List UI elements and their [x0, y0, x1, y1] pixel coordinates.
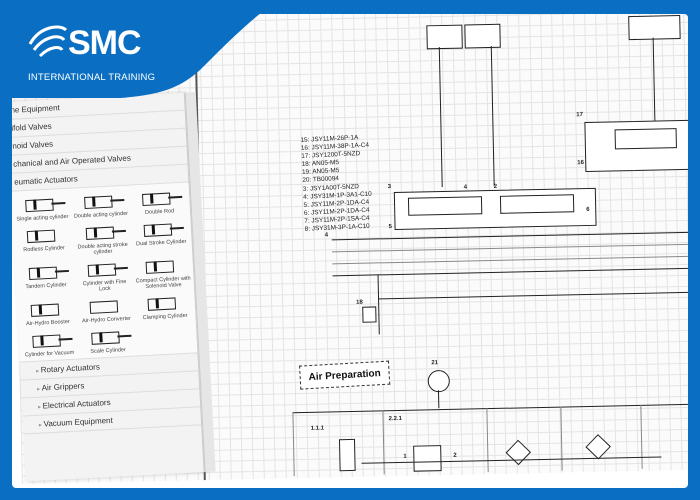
- cylinder-icon: [14, 223, 72, 248]
- pressure-gauge-icon[interactable]: [427, 369, 451, 393]
- pipe-line: [292, 403, 688, 414]
- cylinder-icon: [136, 291, 194, 316]
- brand-subtitle: INTERNATIONAL TRAINING: [28, 72, 156, 83]
- regulator[interactable]: [413, 445, 442, 472]
- actuator-air-hydro-booster[interactable]: Air-Hydro Booster: [18, 297, 76, 328]
- label-port-2: 2: [493, 183, 498, 190]
- cylinder-icon: [16, 260, 74, 285]
- converter-icon: [77, 294, 135, 319]
- actuator-clamping[interactable]: Clamping Cylinder: [136, 291, 194, 322]
- actuator-rodless[interactable]: Rodless Cylinder: [14, 223, 72, 260]
- actuator-label: Cylinder with Fine Lock: [82, 278, 127, 293]
- brand-banner: [0, 0, 278, 98]
- smc-logo-icon: [28, 25, 68, 58]
- pipe-line: [640, 404, 643, 469]
- pipe-line: [332, 255, 688, 265]
- pipe-line: [292, 412, 295, 477]
- valve-symbol[interactable]: [614, 128, 677, 150]
- cylinder-icon: [134, 254, 192, 279]
- actuator-tandem[interactable]: Tandem Cylinder: [16, 260, 74, 297]
- actuator-fine-lock[interactable]: Cylinder with Fine Lock: [75, 257, 133, 294]
- actuator-grid: Single acting cylinder Double acting cyl…: [12, 182, 198, 363]
- label-4: 4: [324, 232, 329, 239]
- silencer-18[interactable]: [362, 306, 377, 323]
- cylinder-icon: [71, 189, 129, 214]
- actuator-vacuum[interactable]: Cylinder for Vacuum: [20, 328, 78, 359]
- booster-icon: [18, 297, 76, 322]
- parts-list: 15: JSY11M-26P-1A 16: JSY11M-38P-1A-C4 1…: [300, 134, 373, 234]
- label-1-1-1: 1.1.1: [310, 425, 325, 432]
- actuator-scale[interactable]: Scale Cylinder: [79, 325, 137, 356]
- pipe-line: [332, 267, 688, 277]
- cylinder-icon: [79, 325, 137, 350]
- label-21: 21: [431, 360, 439, 367]
- actuator-dual-stroke[interactable]: Dual Stroke Cylinder: [132, 217, 190, 254]
- filter-icon[interactable]: [505, 439, 532, 466]
- actuator-compact-solenoid[interactable]: Compact Cylinder with Solenoid Valve: [134, 254, 192, 291]
- label-6: 6: [586, 206, 590, 214]
- cylinder-icon: [20, 328, 78, 353]
- label-2-2-1: 2.2.1: [388, 415, 402, 423]
- actuator-single-acting[interactable]: Single acting cylinder: [13, 192, 71, 223]
- label-18: 18: [356, 299, 363, 306]
- cylinder-icon: [73, 220, 131, 245]
- actuator-double-acting-stroke[interactable]: Double acting stroke cylinder: [73, 220, 131, 257]
- actuator-double-rod[interactable]: Double Rod: [130, 186, 188, 217]
- pipe-line: [486, 408, 489, 473]
- label-3: 3: [387, 184, 392, 191]
- pipe-line: [331, 231, 688, 241]
- pipe-line: [382, 410, 385, 475]
- valve-symbol[interactable]: [407, 196, 483, 216]
- valve-symbol[interactable]: [499, 194, 575, 214]
- label-port-2: 2: [453, 452, 457, 459]
- brand-name: SMC: [68, 24, 142, 62]
- pipe-line: [560, 406, 563, 471]
- lubricator-icon[interactable]: [585, 434, 611, 460]
- component-library-sidebar: ne Equipment ifold Valves noid Valves ch…: [12, 92, 216, 482]
- shutoff-valve[interactable]: [338, 438, 356, 472]
- cylinder-icon: [75, 257, 133, 282]
- label-16: 16: [577, 160, 584, 167]
- pipe-line: [332, 243, 688, 253]
- pipe-line: [378, 291, 688, 300]
- air-preparation-label[interactable]: Air Preparation: [299, 360, 391, 390]
- pipe-line: [437, 390, 440, 409]
- actuator-double-acting[interactable]: Double acting cylinder: [71, 189, 129, 220]
- cylinder-icon: [13, 192, 71, 217]
- label-port-4: 4: [463, 184, 468, 191]
- cylinder-icon: [132, 217, 190, 242]
- actuator-air-hydro-converter[interactable]: Air-Hydro Converter: [77, 294, 135, 325]
- pipe-line: [377, 274, 380, 335]
- label-17: 17: [576, 112, 583, 119]
- label-port-1: 1: [403, 453, 407, 460]
- label-5: 5: [388, 224, 392, 231]
- cylinder-icon: [130, 186, 188, 211]
